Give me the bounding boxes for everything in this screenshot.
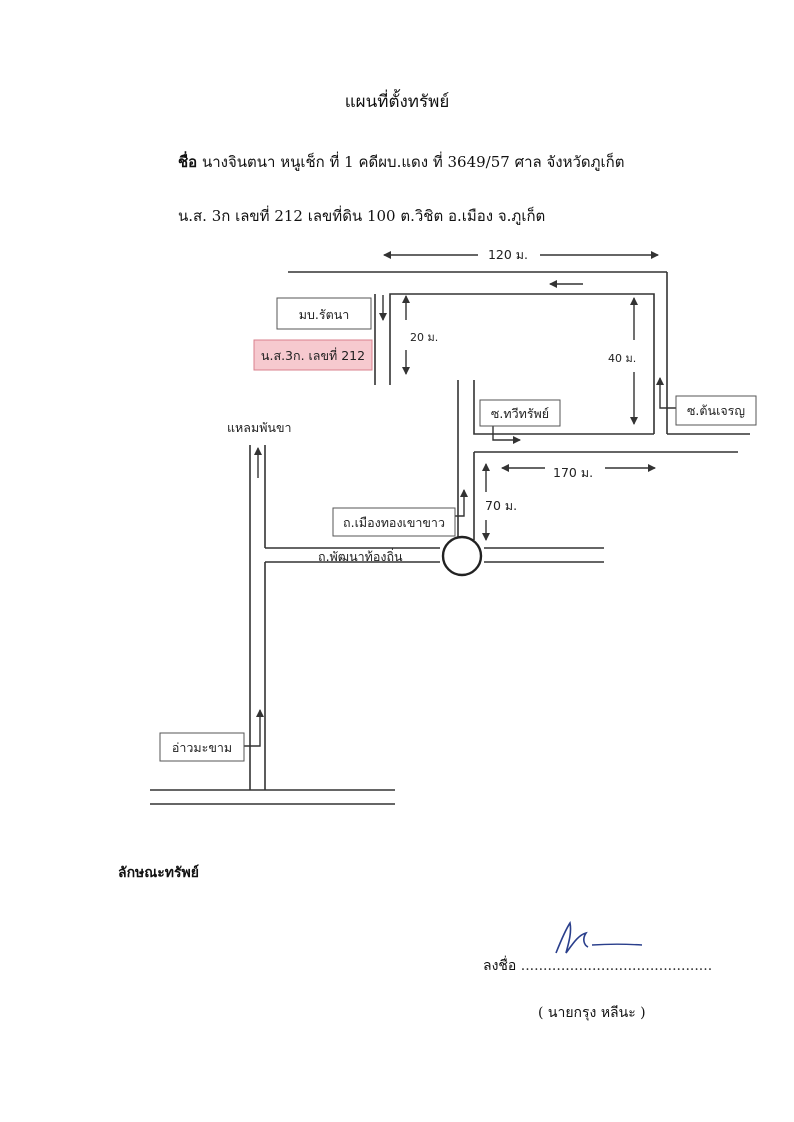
pattana-road-label: ถ.พัฒนาท้องถิ่น <box>318 548 403 564</box>
plot-label: น.ส.3ก. เลขที่ 212 <box>261 347 365 363</box>
soi-ton-label: ซ.ต้นเจรญ <box>687 403 745 418</box>
laem-label: แหลมพันขา <box>227 420 292 435</box>
sign-dots: ........................................… <box>520 958 713 974</box>
dist-170-label: 170 ม. <box>553 465 593 480</box>
dist-20-label: 20 ม. <box>410 331 438 344</box>
mueang-road-box <box>332 507 456 537</box>
ao-label: อ่าวมะขาม <box>172 740 232 755</box>
soi-thawee-label: ซ.ทวีทรัพย์ <box>491 406 549 421</box>
soi-ton-box <box>675 395 757 426</box>
dist-120-label: 120 ม. <box>488 247 528 262</box>
signature-mark <box>555 920 643 954</box>
property-section-label: ลักษณะทรัพย์ <box>118 865 199 881</box>
dist-40-label: 40 ม. <box>608 352 636 365</box>
sign-label: ลงชื่อ <box>483 958 517 974</box>
dimension-arrows <box>244 251 676 747</box>
owner-line: ชื่อ นางจินตนา หนูเช็ก ที่ 1 คดีผบ.แดง ท… <box>178 150 624 174</box>
road-lines <box>150 271 750 805</box>
dist-70-label: 70 ม. <box>485 498 517 513</box>
owner-text: นางจินตนา หนูเช็ก ที่ 1 คดีผบ.แดง ที่ 36… <box>201 153 625 171</box>
village-box <box>276 297 372 330</box>
page-title: แผนที่ตั้งทรัพย์ <box>344 92 450 112</box>
ao-box <box>159 732 245 762</box>
roundabout <box>441 535 483 577</box>
label-boxes <box>159 297 757 762</box>
village-label: มบ.รัตนา <box>299 307 350 322</box>
owner-label: ชื่อ <box>178 153 198 171</box>
signer-name: ( นายกรุง หลีนะ ) <box>538 1005 646 1021</box>
soi-thawee-box <box>479 399 561 427</box>
mueang-road-label: ถ.เมืองทองเขาขาว <box>343 515 445 530</box>
deed-line: น.ส. 3ก เลขที่ 212 เลขที่ดิน 100 ต.วิชิต… <box>178 207 546 225</box>
sign-line: ลงชื่อ .................................… <box>483 955 712 977</box>
plot-box <box>253 339 373 371</box>
